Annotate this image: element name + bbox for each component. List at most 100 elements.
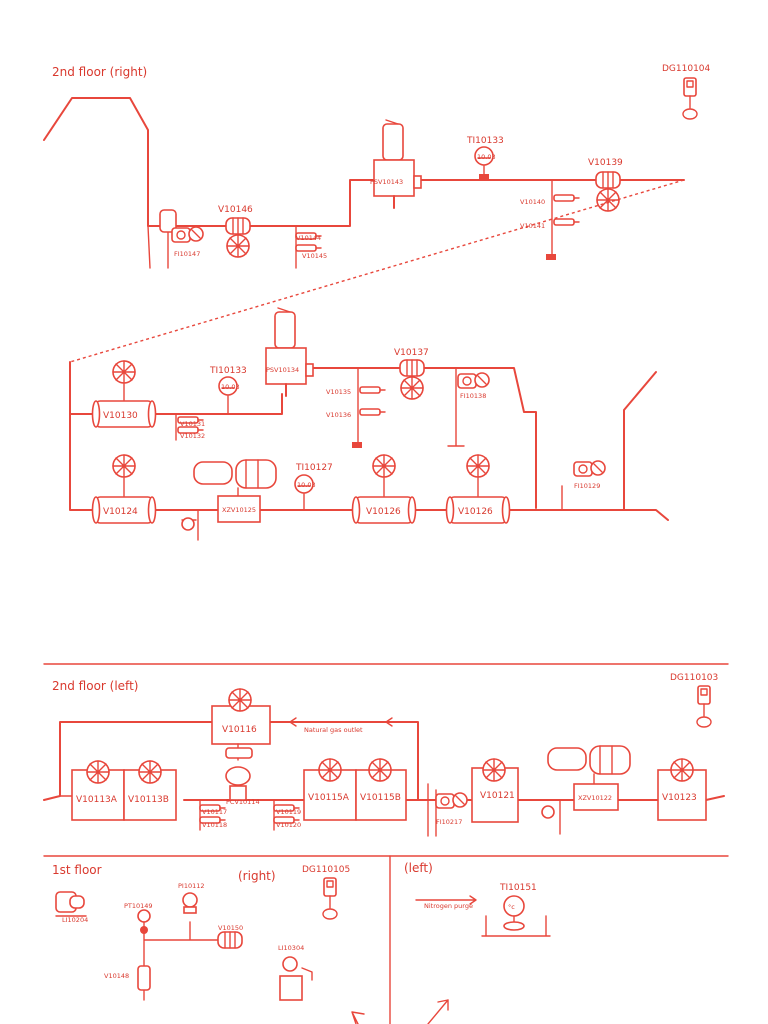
li10304-arm	[301, 967, 313, 981]
v10123-label: V10123	[662, 793, 697, 803]
v10113a-label: V10113A	[76, 795, 118, 805]
fi10217-icon	[435, 792, 468, 809]
v10150-label: V10150	[218, 924, 243, 932]
v10115a-label: V10115A	[308, 793, 350, 803]
pipe-riser-right	[623, 371, 657, 511]
fi10138-icon	[457, 372, 490, 389]
psv-upper-label: PSV10143	[370, 178, 403, 186]
xzv10125-actuator-icon	[193, 459, 277, 489]
pcv-head	[225, 747, 253, 759]
v10126a-label: V10126	[366, 507, 401, 517]
v10148-label: V10148	[104, 972, 129, 980]
pcv10114-label: PCV10114	[226, 798, 260, 806]
v10131-label: V10131	[180, 420, 205, 428]
v10115b-wheel-icon	[368, 758, 392, 782]
psv-lower-icon	[265, 307, 314, 397]
xzv10122-label: XZV10122	[578, 794, 612, 802]
v10124-wheel-icon	[112, 454, 136, 478]
pi10112-base	[183, 906, 197, 914]
nitrogen-purge-label: Nitrogen purge	[424, 902, 473, 910]
v10126b-label: V10126	[458, 507, 493, 517]
v10124-label: V10124	[103, 507, 138, 517]
ti10151-well	[503, 921, 525, 931]
v10145-label: V10145	[302, 252, 327, 260]
v10139-valve-icon	[595, 171, 621, 189]
v10117-label: V10117	[202, 808, 227, 816]
v10116-wheel-icon	[228, 688, 252, 712]
ti-xzv-reading: 10.03	[297, 481, 316, 489]
fi10129-icon	[573, 460, 606, 477]
fi10147-icon	[171, 226, 204, 243]
v10141-icon	[553, 218, 580, 226]
section-title-floor2-left: 2nd floor (left)	[52, 679, 138, 693]
li10304-gauge-icon	[282, 956, 298, 972]
fi-housing	[159, 209, 177, 233]
v10137-valve-icon	[399, 359, 425, 377]
dg-left-label: DG110103	[670, 673, 718, 683]
v10132-label: V10132	[180, 432, 205, 440]
li10204-label: LI10204	[62, 916, 88, 924]
dg-right-label: DG110104	[662, 64, 711, 74]
drain-cap-mid	[352, 442, 362, 448]
pt10149-tap	[140, 926, 148, 934]
v10137-wheel-icon	[400, 376, 424, 400]
v10136-icon	[359, 408, 386, 416]
v10130-wheel-icon	[112, 360, 136, 384]
check-valve-left-icon	[541, 805, 555, 819]
section-floor1-right: (right)	[238, 869, 276, 883]
v10130-label: V10130	[103, 411, 138, 421]
v10140-label: V10140	[520, 198, 545, 206]
v10145-icon	[295, 244, 322, 252]
drain-cap-upper	[546, 254, 556, 260]
arrow-right-icon	[427, 999, 449, 1024]
xzv10122-actuator-icon	[547, 745, 631, 775]
v10146-wheel-icon	[226, 234, 250, 258]
section-title-floor1: 1st floor	[52, 863, 102, 877]
nitrogen-arrow	[415, 895, 477, 905]
dg-floor1-label: DG110105	[302, 865, 350, 875]
v10120-label: V10120	[276, 821, 301, 829]
fi10129-label: FI10129	[574, 482, 600, 490]
pt10149-head	[137, 909, 151, 923]
fi10138-label: FI10138	[460, 392, 486, 400]
gas-detector-left-icon	[696, 685, 712, 728]
flow-arrow	[289, 717, 297, 727]
continuation-line	[69, 179, 685, 363]
v10148-body	[137, 965, 151, 991]
li10204-head	[69, 895, 85, 909]
v10116-label: V10116	[222, 725, 257, 735]
li10304-label: LI10304	[278, 944, 304, 952]
v10139-wheel-icon	[596, 188, 620, 212]
fi10217-label: FI10217	[436, 818, 462, 826]
v10137-label: V10137	[394, 348, 429, 358]
v10126a-wheel-icon	[372, 454, 396, 478]
v10141-label: V10141	[520, 222, 545, 230]
v10146-label: V10146	[218, 205, 253, 215]
pcv-base	[229, 785, 247, 801]
psv-upper-icon	[373, 119, 422, 209]
check-valve-icon	[181, 517, 195, 531]
fi10138-drop	[447, 367, 465, 447]
xzv10125-body	[217, 495, 261, 523]
ti-upper-base	[479, 174, 489, 179]
fi10217-drop	[427, 783, 437, 837]
pt10149-label: PT10149	[124, 902, 153, 910]
pi10112-label: PI10112	[178, 882, 205, 890]
v10135-icon	[359, 386, 386, 394]
v10116-box	[211, 705, 271, 745]
pcv-body	[225, 766, 251, 786]
li10304-body	[279, 975, 303, 1001]
ti-upper-label: TI10133	[466, 136, 504, 146]
ti-mid-reading: 10.03	[221, 383, 240, 391]
v10113a-wheel-icon	[86, 760, 110, 784]
ti10151-label: TI10151	[499, 883, 537, 893]
v10150-valve-icon	[217, 931, 243, 949]
flow-arrow-2	[385, 717, 393, 727]
v10139-label: V10139	[588, 158, 623, 168]
ti-upper-reading: 10.03	[477, 153, 496, 161]
xzv10125-label: XZV10125	[222, 506, 256, 514]
ti-mid-label: TI10133	[209, 366, 247, 376]
v10115b-label: V10115B	[360, 793, 401, 803]
v10121-label: V10121	[480, 791, 515, 801]
